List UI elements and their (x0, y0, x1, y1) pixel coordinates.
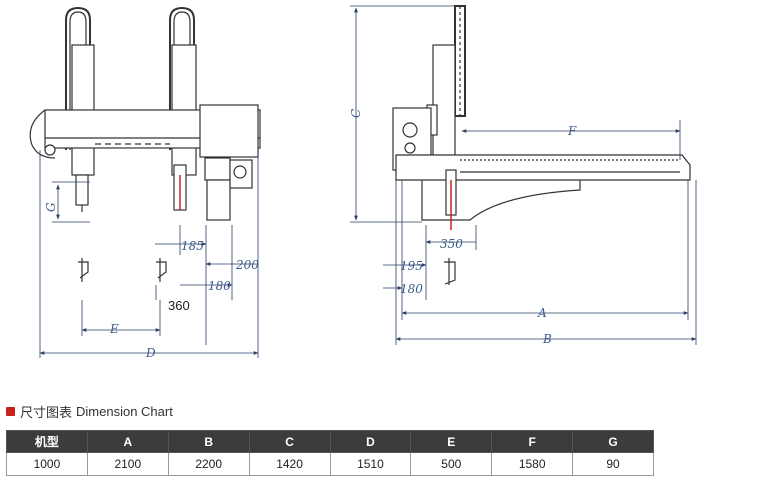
side-view (392, 5, 691, 285)
dim-f-label: F (567, 124, 577, 138)
section-title-cn: 尺寸图表 (20, 404, 73, 420)
header-f: F (491, 430, 574, 453)
dim-195-label: 195 (400, 259, 423, 273)
header-g: G (572, 430, 654, 453)
front-dimensions (39, 150, 259, 358)
header-a: A (86, 430, 169, 453)
dim-b-label: B (542, 332, 552, 346)
dim-a-label: A (537, 306, 547, 320)
dim-e-label: E (109, 322, 119, 336)
cell-d: 1510 (329, 452, 412, 476)
front-view (29, 6, 261, 282)
header-e: E (410, 430, 493, 453)
dim-185-label: 185 (181, 239, 204, 253)
dimension-table: 机型 A B C D E F G 1000 2100 2200 1420 151… (6, 430, 654, 476)
technical-drawing: G 185 200 180 360 E D (29, 5, 697, 360)
cell-f: 1580 (491, 452, 574, 476)
table-row: 1000 2100 2200 1420 1510 500 1580 90 (6, 452, 654, 476)
cell-model: 1000 (6, 452, 88, 476)
dim-d-label: D (145, 346, 156, 360)
cell-c: 1420 (248, 452, 331, 476)
header-d: D (329, 430, 412, 453)
dim-350-label: 350 (440, 237, 463, 251)
cell-a: 2100 (86, 452, 169, 476)
side-dimensions (350, 5, 697, 345)
dim-200-label: 200 (235, 258, 259, 272)
cell-g: 90 (572, 452, 654, 476)
header-b: B (167, 430, 250, 453)
section-title: 尺寸图表 Dimension Chart (6, 401, 173, 421)
header-c: C (248, 430, 331, 453)
red-square-icon (6, 406, 15, 416)
dim-180-label: 180 (208, 279, 231, 293)
dim-g-label: G (44, 202, 58, 212)
dim-180-side-label: 180 (400, 282, 423, 296)
header-model: 机型 (6, 430, 88, 453)
dim-c-label: C (349, 109, 363, 118)
table-header-row: 机型 A B C D E F G (6, 430, 654, 453)
dim-360-label: 360 (168, 298, 190, 313)
cell-e: 500 (410, 452, 493, 476)
section-title-en: Dimension Chart (76, 403, 173, 419)
cell-b: 2200 (167, 452, 250, 476)
